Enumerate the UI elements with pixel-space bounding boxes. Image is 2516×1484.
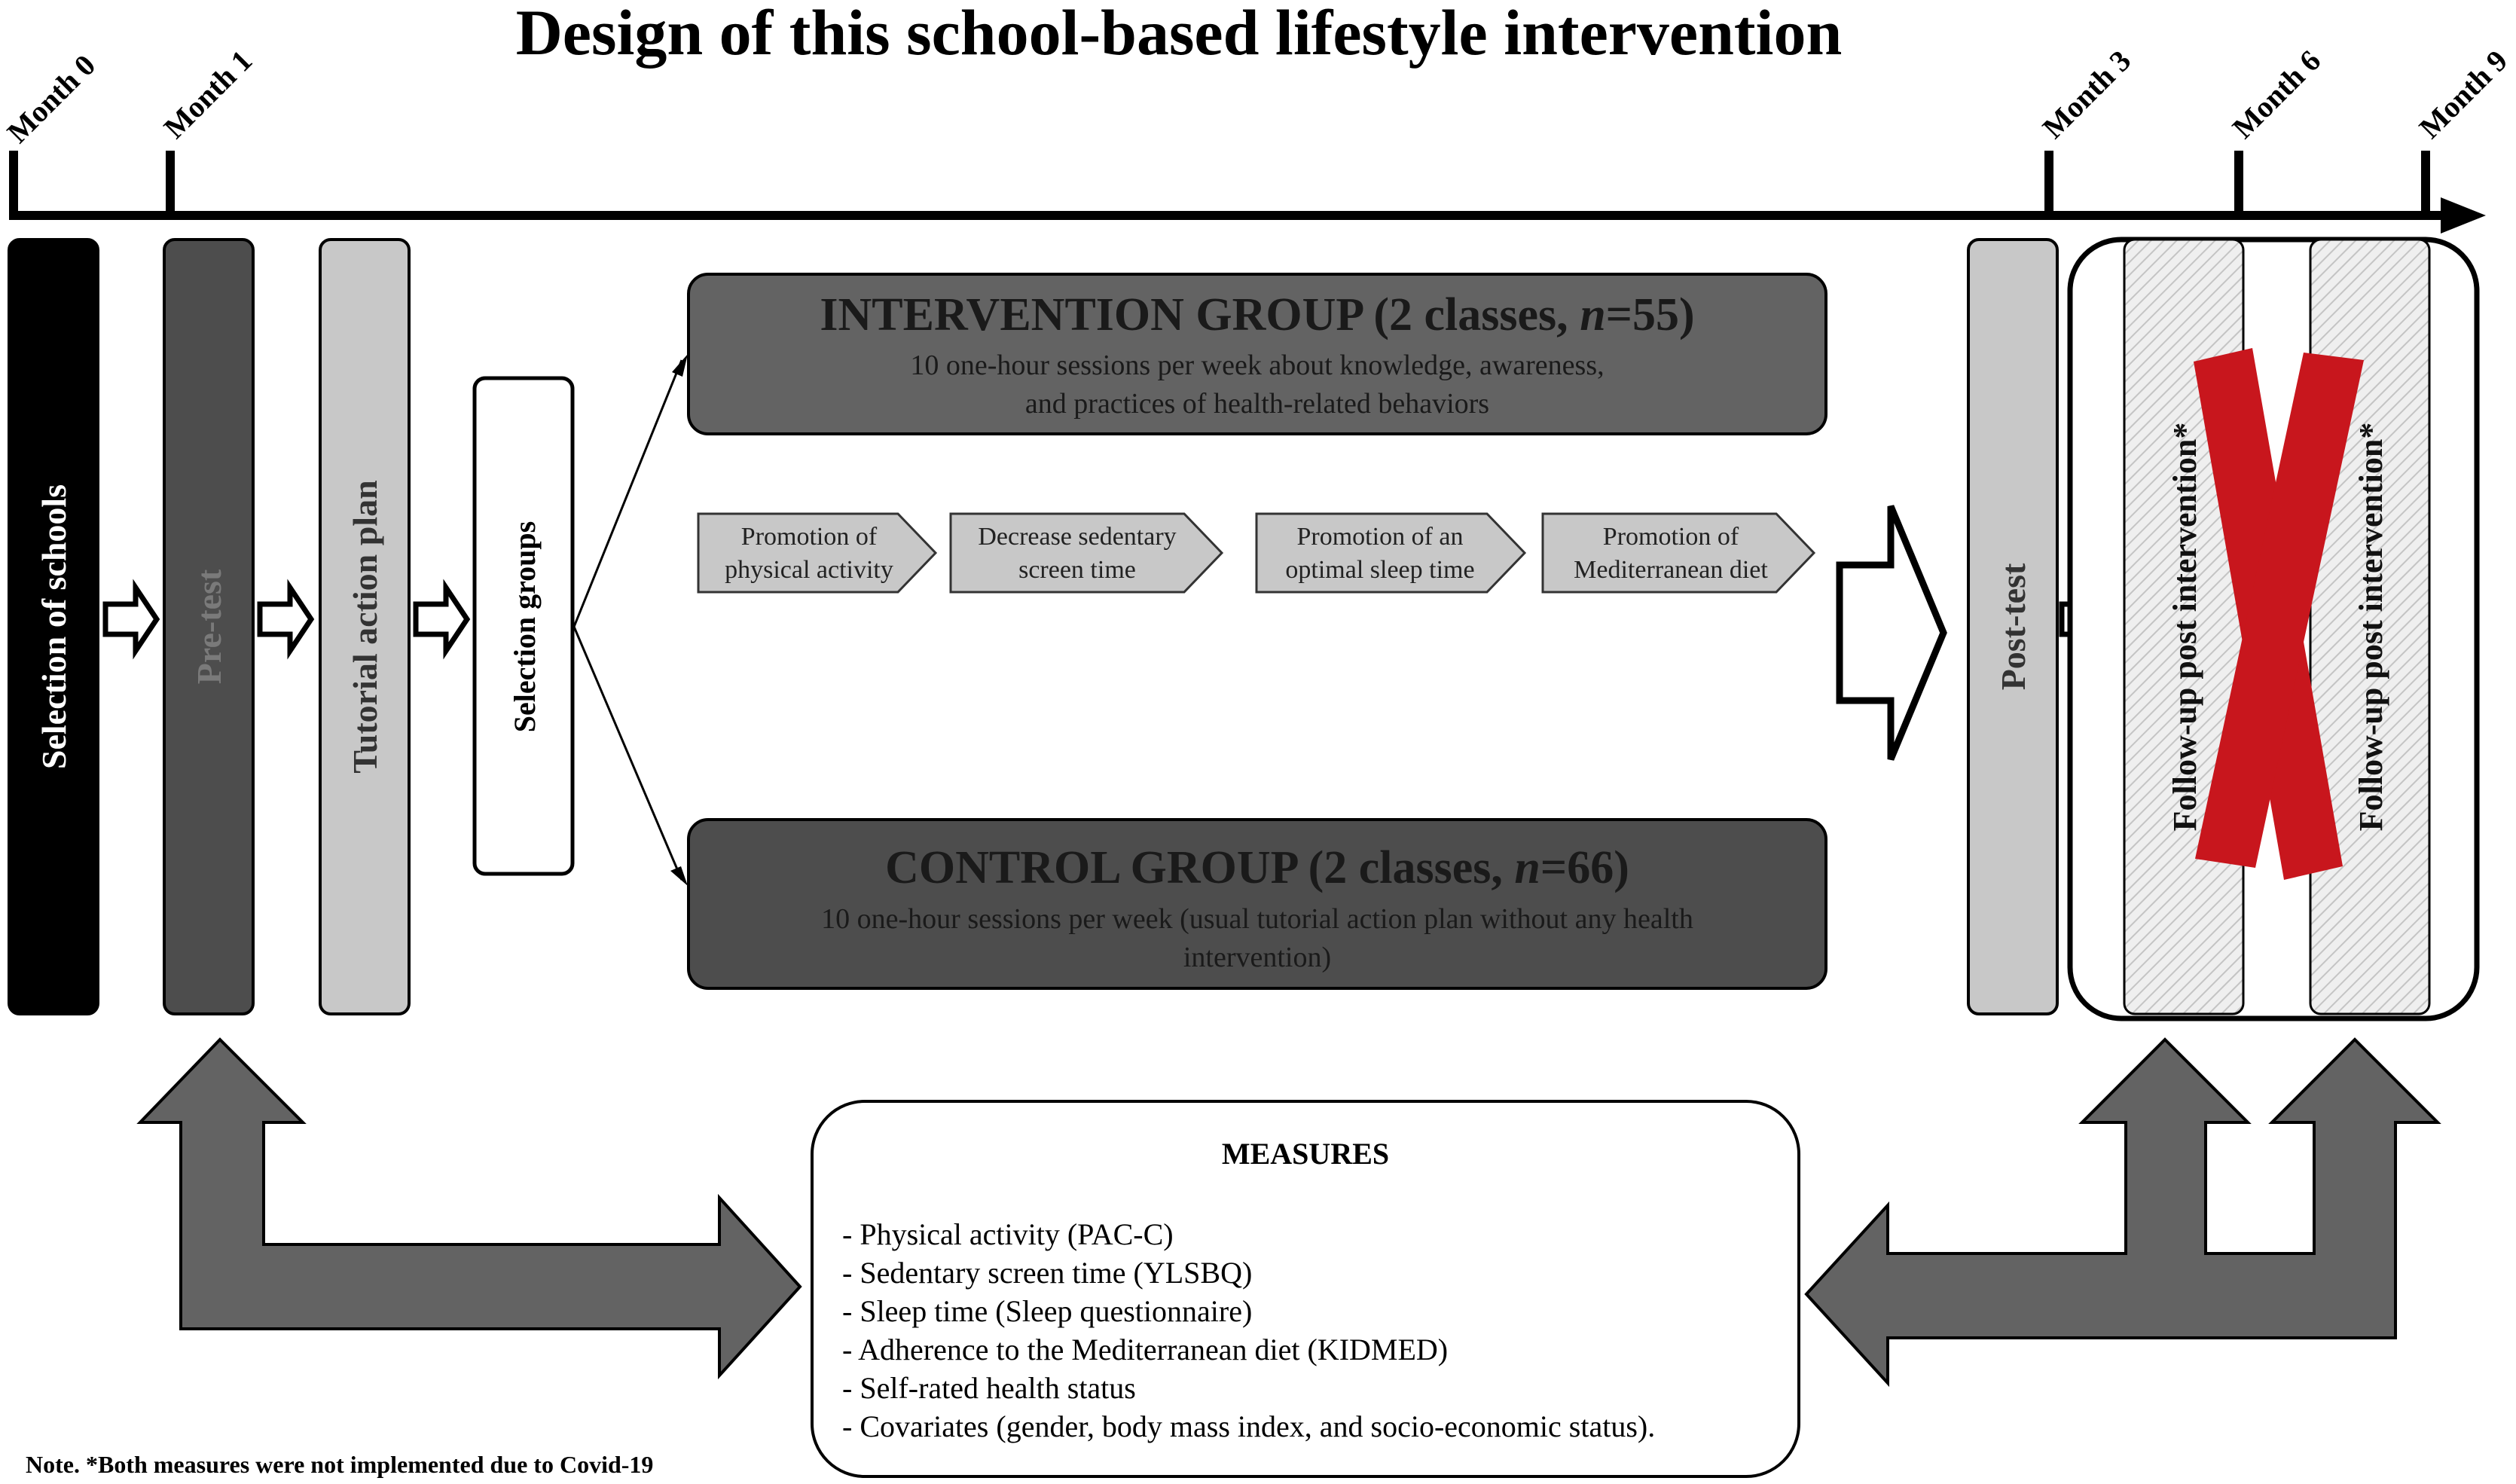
month-label-6: Month 6: [2226, 44, 2328, 145]
promotion-tag-2-line1: Decrease sedentary: [978, 523, 1176, 551]
diagram-title: Design of this school-based lifestyle in…: [516, 0, 1843, 69]
phase-selection-schools-label: Selection of schools: [35, 484, 73, 769]
promotion-tag-3-line1: Promotion of an: [1297, 523, 1464, 551]
phase-tutorial: Tutorial action plan: [319, 238, 411, 1015]
phase-selection-schools: Selection of schools: [8, 238, 99, 1015]
footnote: Note. *Both measures were not implemente…: [26, 1451, 653, 1478]
intervention-group-desc-line1: 10 one-hour sessions per week about know…: [910, 350, 1604, 381]
promotion-tag-2-line2: screen time: [1018, 556, 1136, 584]
promotion-tag-4-line1: Promotion of: [1603, 523, 1739, 551]
measures-item-6: - Covariates (gender, body mass index, a…: [842, 1409, 1655, 1443]
intervention-group-desc-line2: and practices of health-related behavior…: [1025, 388, 1489, 420]
month-label-0: Month 0: [1, 48, 102, 150]
measures-item-4: - Adherence to the Mediterranean diet (K…: [842, 1333, 1448, 1366]
flow-arrow-1: [102, 579, 160, 660]
promotion-tag-1: Promotion of physical activity: [697, 512, 938, 594]
cancelled-cross-stroke-2: [2195, 353, 2364, 868]
phase-selection-groups-label: Selection groups: [508, 521, 542, 732]
measures-box: MEASURES - Physical activity (PAC-C) - S…: [811, 1100, 1800, 1478]
measures-item-5: - Self-rated health status: [842, 1371, 1136, 1405]
flow-arrow-2: [257, 579, 315, 660]
measures-item-1: - Physical activity (PAC-C): [842, 1217, 1174, 1251]
phase-posttest-label: Post-test: [1994, 563, 2032, 690]
control-group-desc-line1: 10 one-hour sessions per week (usual tut…: [821, 903, 1693, 935]
promotion-tag-3: Promotion of an optimal sleep time: [1255, 512, 1527, 594]
phase-selection-groups: Selection groups: [472, 376, 575, 876]
promotion-tag-4-line2: Mediterranean diet: [1574, 556, 1768, 584]
phase-pretest: Pre-test: [163, 238, 255, 1015]
measures-item-2: - Sedentary screen time (YLSBQ): [842, 1256, 1252, 1290]
promotion-tag-4: Promotion of Mediterranean diet: [1541, 512, 1816, 594]
phase-tutorial-label: Tutorial action plan: [346, 480, 384, 773]
flow-arrow-3: [413, 579, 471, 660]
intervention-group-box: INTERVENTION GROUP (2 classes, n=55) 10 …: [687, 273, 1827, 435]
phase-pretest-label: Pre-test: [190, 569, 228, 684]
promotion-tag-3-line2: optimal sleep time: [1285, 556, 1474, 584]
measures-title: MEASURES: [1222, 1137, 1389, 1171]
timeline: Month 0 Month 1 Month 3 Month 6 Month 9: [1, 44, 2514, 234]
followup-1-label: Follow-up post intervention*: [2166, 423, 2203, 832]
measure-arrow-left-shape: [136, 1037, 802, 1380]
promotion-tag-1-line2: physical activity: [725, 556, 893, 584]
control-group-desc-line2: intervention): [1183, 942, 1331, 973]
followup-container: Follow-up post intervention* Follow-up p…: [2067, 237, 2480, 1021]
measure-arrow-right-shape: [1804, 1037, 2441, 1388]
control-group-title: CONTROL GROUP (2 classes, n=66): [885, 842, 1629, 893]
followup-2-label: Follow-up post intervention*: [2353, 423, 2389, 832]
month-label-1: Month 1: [157, 44, 259, 145]
timeline-arrowhead: [2441, 197, 2486, 234]
month-label-3: Month 3: [2036, 44, 2138, 145]
promotion-tag-1-line1: Promotion of: [741, 523, 878, 551]
month-label-9: Month 9: [2413, 44, 2514, 145]
intervention-group-title: INTERVENTION GROUP (2 classes, n=55): [820, 289, 1694, 340]
measures-item-3: - Sleep time (Sleep questionnaire): [842, 1294, 1252, 1328]
branch-lines: [573, 354, 688, 886]
phase-posttest: Post-test: [1967, 238, 2059, 1015]
promotion-tag-2: Decrease sedentary screen time: [949, 512, 1224, 594]
control-group-box: CONTROL GROUP (2 classes, n=66) 10 one-h…: [687, 818, 1827, 990]
large-flow-arrow: [1836, 505, 1947, 761]
